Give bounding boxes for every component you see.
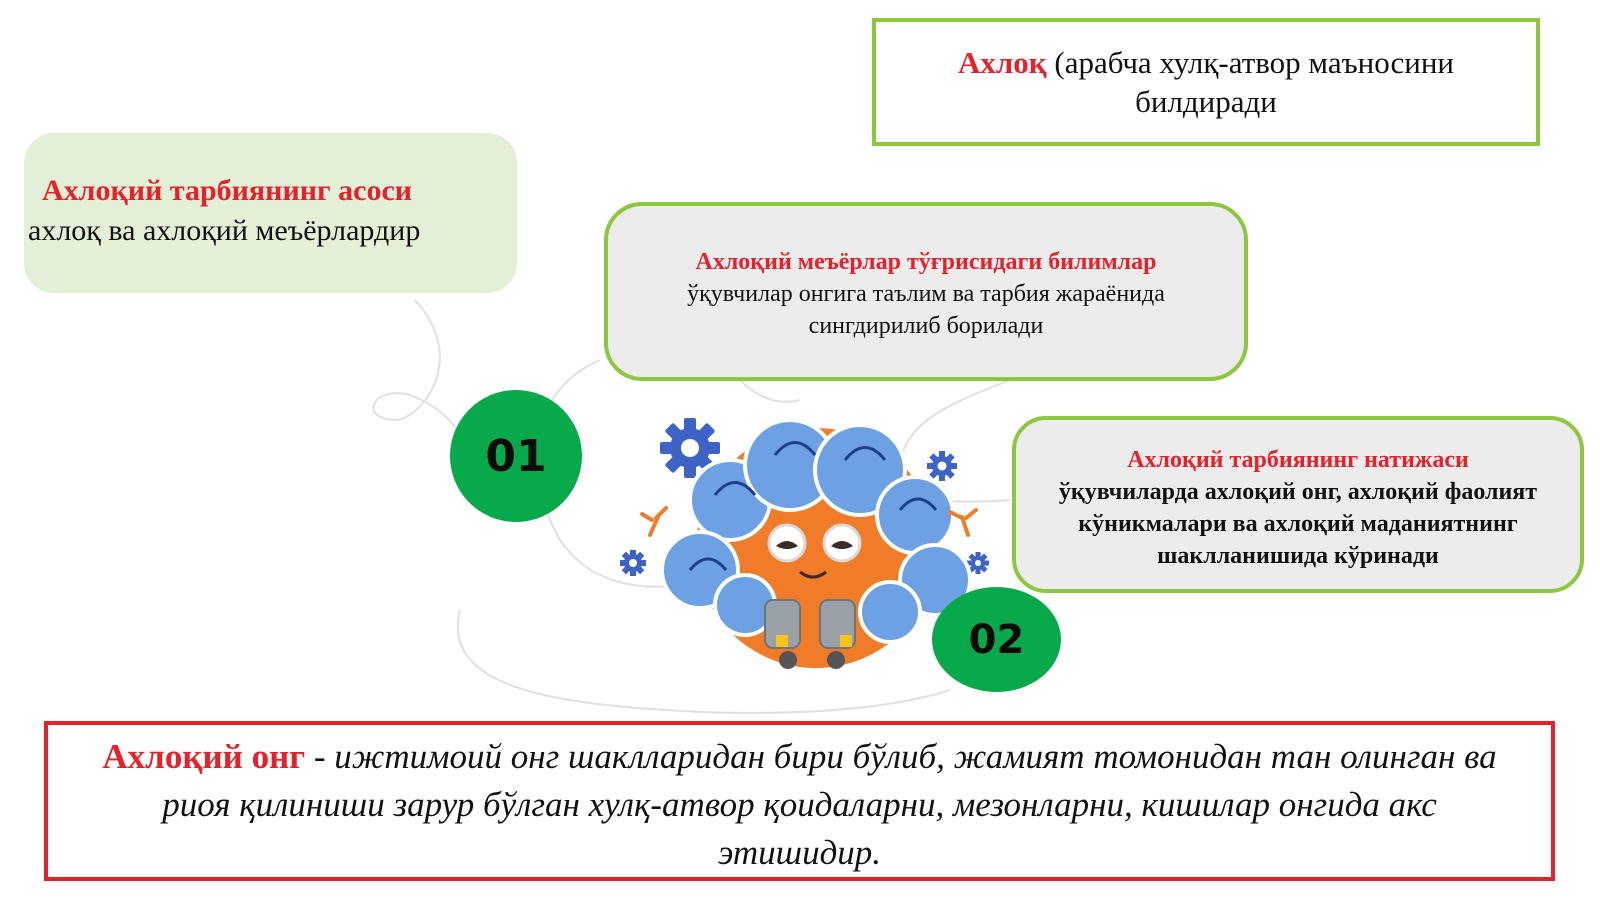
norms-box: Ахлоқий меъёрлар тўғрисидаги билимлар ўқ… — [604, 202, 1248, 381]
definition-text: Ахлоқ (арабча хулқ-атвор маъносини билди… — [916, 43, 1496, 121]
result-text: ўқувчиларда ахлоқий онг, ахлоқий фаолият… — [1058, 479, 1538, 569]
result-box: Ахлоқий тарбиянинг натижаси ўқувчиларда … — [1012, 416, 1584, 593]
definition-body: (арабча хулқ-атвор маъносини билдиради — [1046, 45, 1454, 119]
result-title: Ахлоқий тарбиянинг натижаси — [1127, 447, 1469, 473]
basis-text: ахлоқ ва ахлоқий меъёрлардир — [28, 214, 421, 247]
conscience-text: - ижтимоий онг шаклларидан бири бўлиб, ж… — [162, 737, 1497, 872]
basis-box: Ахлоқий тарбиянинг асоси ахлоқ ва ахлоқи… — [24, 133, 517, 293]
conscience-box: Ахлоқий онг - ижтимоий онг шаклларидан б… — [44, 721, 1555, 881]
norms-title: Ахлоқий меъёрлар тўғрисидаги билимлар — [695, 249, 1157, 275]
gear-icon — [660, 418, 720, 478]
norms-text: ўқувчилар онгига таълим ва тарбия жараён… — [687, 281, 1165, 339]
definition-box: Ахлоқ (арабча хулқ-атвор маъносини билди… — [872, 18, 1540, 146]
step-marker-02: 02 — [932, 587, 1061, 692]
step-marker-01: 01 — [450, 390, 582, 522]
conscience-term: Ахлоқий онг — [102, 737, 306, 776]
definition-term: Ахлоқ — [958, 45, 1047, 80]
gear-icon — [967, 552, 989, 574]
brain-mascot-icon — [640, 418, 978, 669]
basis-title: Ахлоқий тарбиянинг асоси — [42, 174, 413, 207]
gear-icon — [620, 550, 646, 576]
gear-icon — [927, 451, 957, 481]
